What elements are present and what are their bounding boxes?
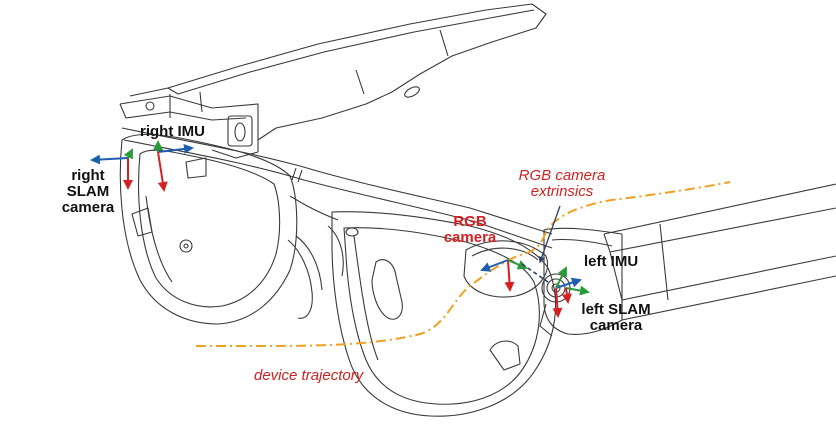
device-trajectory-label: device trajectory: [254, 367, 364, 384]
device-trajectory-path: [196, 181, 731, 347]
rgb-camera-extrinsics-label-line2: extrinsics: [530, 183, 594, 201]
right-lens-frame: [119, 133, 298, 325]
top-brow-bar: [121, 127, 553, 249]
left-imu-label: left IMU: [584, 253, 639, 270]
right-slam-camera-label-line3: camera: [61, 199, 115, 217]
right-temple-arm: [129, 3, 547, 141]
right-imu-axes: [153, 140, 194, 192]
right-slam-camera-label: right SLAM camera: [56, 167, 120, 217]
left-lens-frame: [331, 211, 557, 417]
nose-bridge: [287, 195, 344, 319]
extrinsics-connector: [521, 205, 561, 283]
rgb-camera-extrinsics-label-line1: RGB camera: [518, 167, 606, 184]
rgb-camera-extrinsics-label: RGB camera extrinsics: [502, 167, 622, 201]
left-slam-camera-label-line2: camera: [589, 317, 643, 335]
right-slam-camera-label-line2: SLAM: [66, 183, 110, 201]
right-slam-camera-label-line1: right: [71, 167, 105, 184]
left-slam-camera-label: left SLAM camera: [566, 301, 666, 335]
rgb-camera-axes: [480, 259, 528, 292]
rgb-camera-label-line2: camera: [443, 229, 497, 247]
left-temple-arm: [603, 183, 836, 321]
left-slam-camera-label-line1: left SLAM: [581, 301, 651, 318]
right-imu-label: right IMU: [140, 123, 205, 140]
rgb-camera-label: RGB camera: [430, 213, 510, 247]
right-slam-axes: [90, 148, 133, 190]
rgb-camera-label-line1: RGB: [453, 213, 487, 230]
left-slam-imu-axes: [552, 266, 590, 318]
right-hinge: [119, 95, 259, 179]
rgb-camera-housing: [463, 240, 548, 298]
